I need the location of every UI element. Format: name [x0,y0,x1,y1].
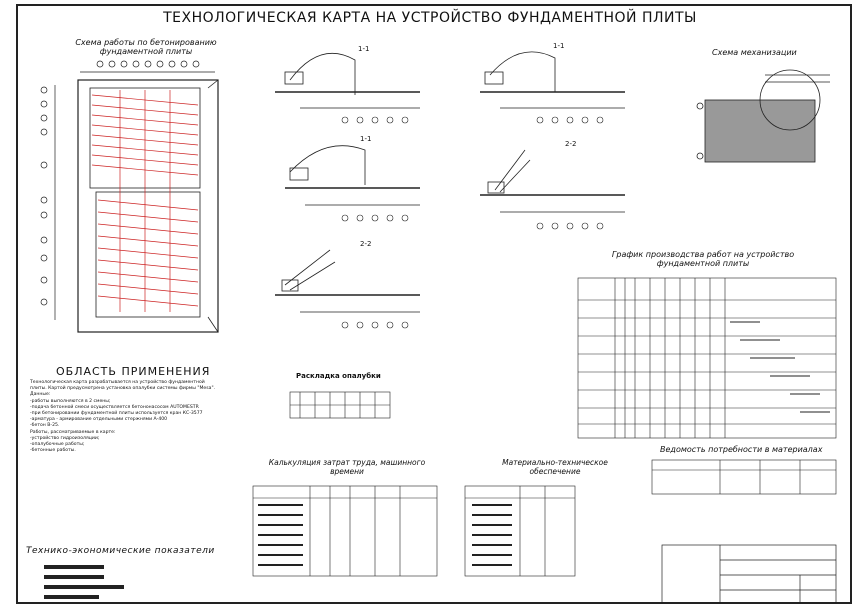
mechanization-drawing [696,69,830,163]
section-label-2-2-b: 2-2 [360,240,372,248]
schedule-gantt-bars [730,321,830,413]
materials-table [651,459,837,495]
drawing-sheet-frame [16,4,852,604]
scope-line: -опалубочные работы; [30,442,85,448]
supply-title-line1: Материально-техническое [502,458,608,467]
concreting-scheme-title-line2: фундаментной плиты [99,47,193,56]
section-label-1-1-b: 1-1 [360,135,372,143]
concreting-scheme-title: Схема работы по бетонированию фундаментн… [66,38,226,56]
labor-title-line1: Калькуляция затрат труда, машинного [268,458,426,467]
labor-title-line2: времени [330,467,364,476]
formwork-layout-drawing [289,391,391,419]
labor-table [252,485,438,577]
schedule-title-line2: фундаментной плиты [656,259,750,268]
materials-title: Ведомость потребности в материалах [660,445,823,454]
scope-line: -устройство гидроизоляции; [30,435,100,441]
title-block [661,544,837,604]
section-drawings [275,51,625,313]
labor-title: Калькуляция затрат труда, машинного врем… [252,458,442,476]
scope-line: плиты. Картой предусмотрена установка оп… [30,386,216,392]
schedule-table [577,277,837,439]
concrete-placement-lines [91,90,199,312]
schedule-title-line1: График производства работ на устройство [611,250,795,259]
scope-line: Технологическая карта разрабатывается на… [30,380,205,385]
section-label-2-2-a: 2-2 [565,140,577,148]
scope-line: Работы, рассматриваемые в карте: [30,429,116,435]
formwork-title: Раскладка опалубки [296,372,381,380]
concreting-scheme-title-line1: Схема работы по бетонированию [75,38,217,47]
page-title: ТЕХНОЛОГИЧЕСКАЯ КАРТА НА УСТРОЙСТВО ФУНД… [163,10,697,26]
supply-title-line2: обеспечение [529,467,581,476]
scope-line: Данные: [30,392,51,398]
mechanization-title: Схема механизации [712,48,797,57]
tep-redacted-lines [44,565,124,599]
section-label-1-1-a: 1-1 [358,45,370,53]
scope-line: -подача бетонной смеси осуществляется бе… [30,404,199,410]
scope-line: -бетонные работы. [30,448,76,454]
section-axis-markers [341,116,604,329]
labor-table-rows [258,504,303,566]
scope-line: -работы выполняются в 2 смены; [30,398,111,404]
scope-line: -при бетонировании фундаментной плиты ис… [30,411,203,417]
supply-table [464,485,576,577]
schedule-title: График производства работ на устройство … [578,250,828,268]
supply-table-rows [472,504,512,566]
tep-title: Технико-экономические показатели [26,546,215,556]
scope-heading: ОБЛАСТЬ ПРИМЕНЕНИЯ [56,365,211,378]
scope-line: -арматура - армирование отдельными стерж… [30,417,168,423]
supply-title: Материально-техническое обеспечение [465,458,645,476]
scope-line: -бетон В-25. [30,423,60,429]
section-label-1-1-c: 1-1 [553,42,565,50]
scope-text: Технологическая карта разрабатывается на… [30,380,260,454]
plan-axis-markers [40,60,215,320]
